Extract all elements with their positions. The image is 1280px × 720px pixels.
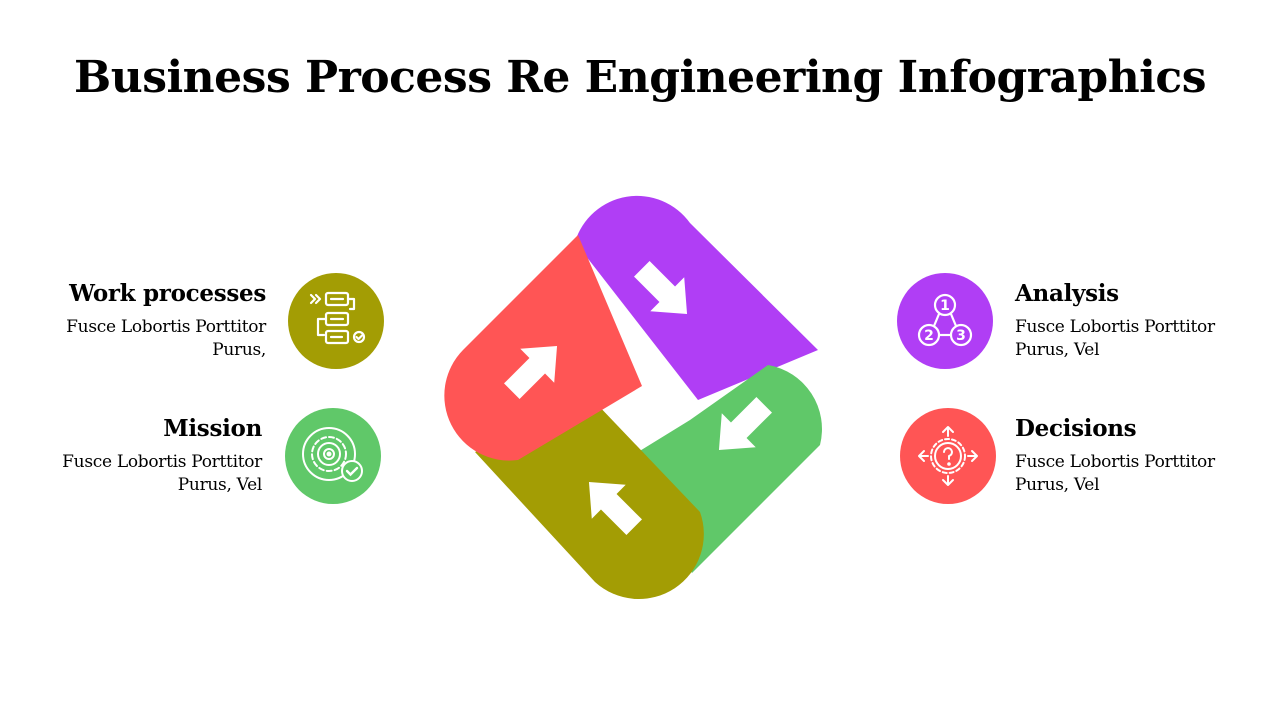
target-gear-icon [302,427,363,482]
process-cycle-diagram [444,195,822,600]
arrow-up-left-icon [588,481,642,535]
arrow-up-right-icon [504,345,558,399]
mission-block: Mission Fusce Lobortis Porttitor Purus, … [12,415,262,497]
svg-text:1: 1 [940,298,950,314]
work-processes-icon-circle [288,273,384,369]
page-title: Business Process Re Engineering Infograp… [74,52,1206,103]
decisions-heading: Decisions [1015,415,1137,442]
arrow-down-right-icon [634,261,688,315]
svg-text:3: 3 [956,328,966,344]
work-processes-block: Work processes Fusce Lobortis Porttitor … [16,280,266,362]
decisions-block: Decisions Fusce Lobortis Porttitor Purus… [1015,415,1265,497]
decisions-icon-circle [900,408,996,504]
analysis-heading: Analysis [1015,280,1119,307]
arrow-down-left-icon [718,397,772,451]
decision-gear-icon [918,426,978,486]
purple-lobe [575,195,818,400]
decisions-text: Fusce Lobortis Porttitor Purus, Vel [1015,452,1215,495]
analysis-block: Analysis Fusce Lobortis Porttitor Purus,… [1015,280,1265,362]
analysis-text: Fusce Lobortis Porttitor Purus, Vel [1015,317,1215,360]
mission-text: Fusce Lobortis Porttitor Purus, Vel [62,452,262,495]
svg-text:2: 2 [924,328,934,344]
work-processes-heading: Work processes [69,280,266,307]
workflow-icon [309,291,366,345]
mission-heading: Mission [163,415,262,442]
mission-icon-circle [285,408,381,504]
numbered-steps-icon: 1 2 3 [917,293,973,347]
analysis-icon-circle: 1 2 3 [897,273,993,369]
work-processes-text: Fusce Lobortis Porttitor Purus, [66,317,266,360]
